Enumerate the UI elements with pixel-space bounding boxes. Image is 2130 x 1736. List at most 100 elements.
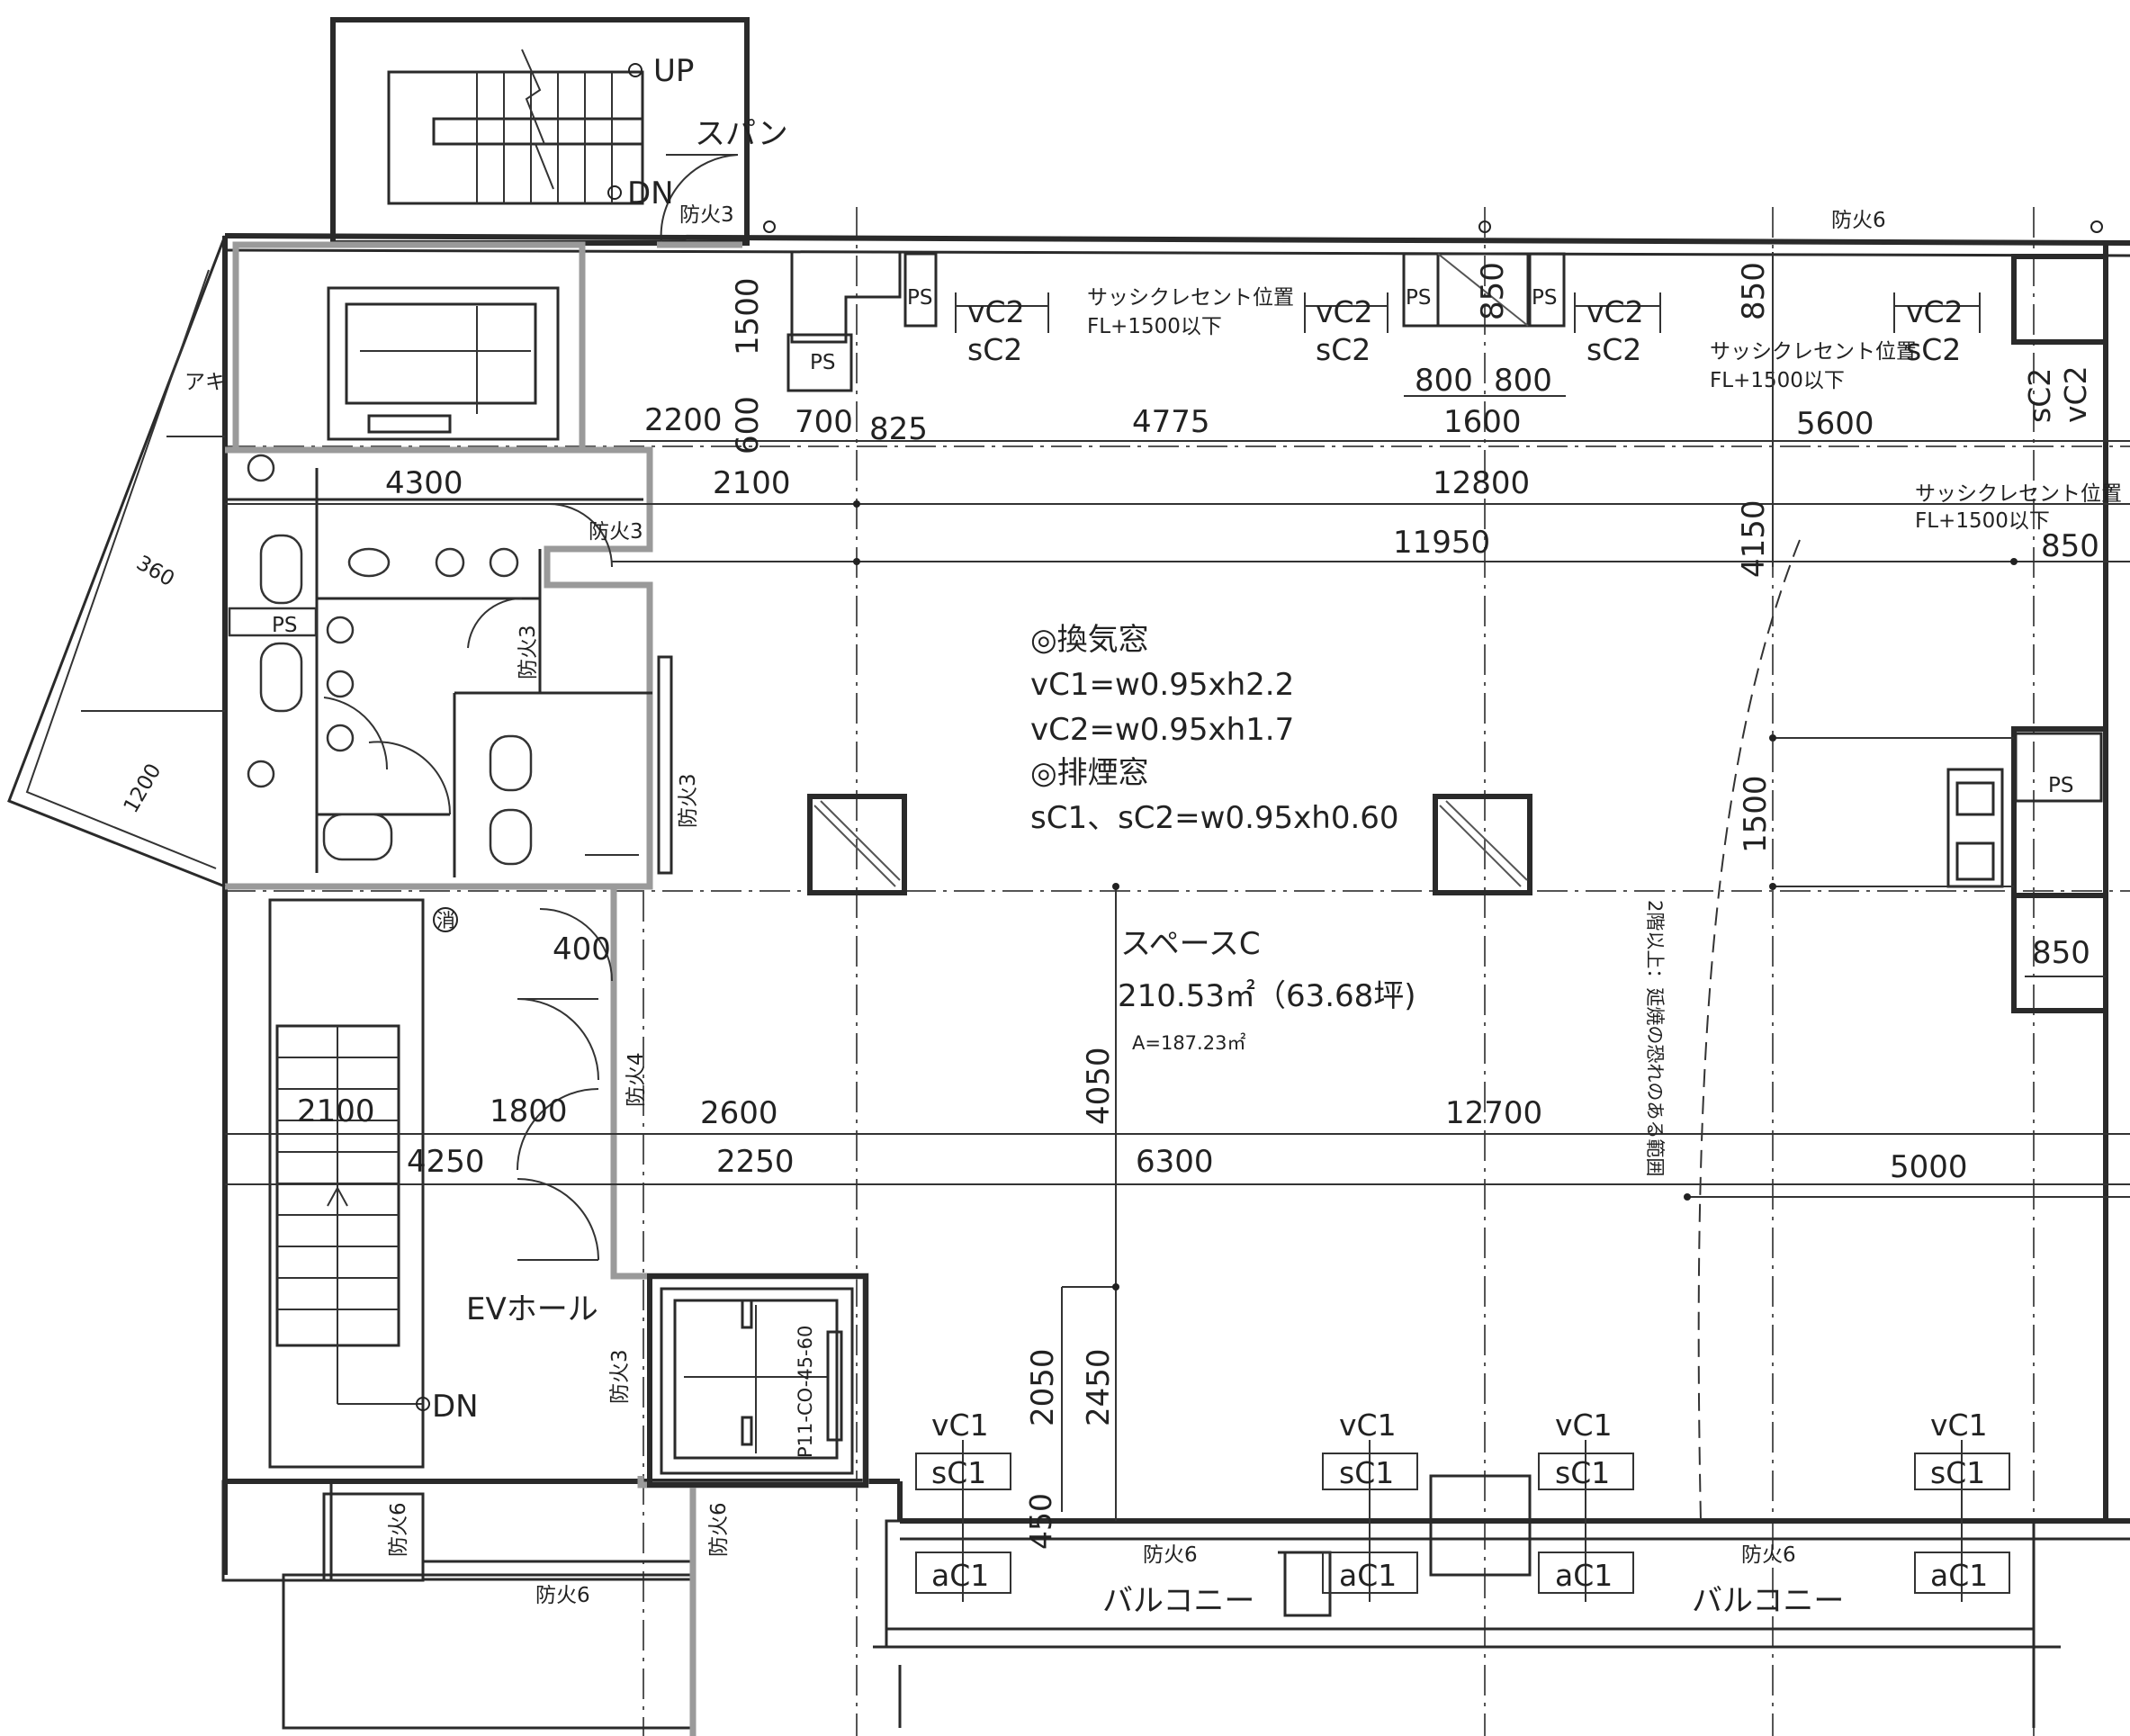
dim-360: 360 xyxy=(132,552,178,591)
dim-1800: 1800 xyxy=(490,1093,568,1129)
elevator-spec: P11-CO-45-60 xyxy=(795,1326,816,1458)
sash-label-2: サッシクレセント位置 xyxy=(1710,340,1917,364)
stair-up-label: UP xyxy=(653,53,694,89)
top-vc2-4: vC2 xyxy=(1906,294,1964,329)
bottom-sc1-3: sC1 xyxy=(1555,1455,1610,1490)
dim-800-a: 800 xyxy=(1415,363,1473,399)
dim-2450: 2450 xyxy=(1081,1348,1117,1426)
dim-2250: 2250 xyxy=(716,1144,795,1180)
dim-4250: 4250 xyxy=(407,1144,485,1180)
top-window-markers xyxy=(955,292,1981,333)
bottom-vc1-3: vC1 xyxy=(1555,1408,1613,1443)
top-stair xyxy=(330,17,750,246)
fire3-label-b: 防火3 xyxy=(517,625,540,679)
grid-markers xyxy=(763,220,2103,1291)
fire6-balcony-2: 防火6 xyxy=(1741,1543,1796,1567)
dim-12800: 12800 xyxy=(1433,465,1530,501)
fire4-label: 防火4 xyxy=(625,1052,648,1107)
sash-label-3: サッシクレセント位置 xyxy=(1915,482,2122,506)
dim-850-a: 850 xyxy=(1475,262,1511,320)
top-sc2-4: sC2 xyxy=(1906,332,1961,367)
space-name: スペースC xyxy=(1120,926,1261,962)
space-a-area: A=187.23㎡ xyxy=(1132,1032,1245,1054)
right-vc2: vC2 xyxy=(2058,365,2093,423)
dim-2100-left: 2100 xyxy=(297,1093,375,1129)
fire3-label-a: 防火3 xyxy=(589,520,643,544)
aki-label: アキ xyxy=(184,371,226,394)
bottom-sc1-2: sC1 xyxy=(1339,1455,1394,1490)
dim-825: 825 xyxy=(869,411,928,447)
dim-5600: 5600 xyxy=(1796,406,1874,442)
dim-12700: 12700 xyxy=(1445,1095,1542,1131)
ps-label-c: PS xyxy=(1406,286,1431,310)
stair-fire-label: 防火3 xyxy=(679,203,734,227)
top-vc2-2: vC2 xyxy=(1316,294,1373,329)
dim-850-b: 850 xyxy=(1736,262,1772,320)
toilet-block xyxy=(225,454,673,877)
dim-1600: 1600 xyxy=(1443,404,1522,440)
dim-600: 600 xyxy=(730,396,766,454)
fire-spread-note: 2階以上：延焼の恐れのある範囲 xyxy=(1644,900,1666,1176)
sash-label-1: サッシクレセント位置 xyxy=(1087,286,1294,310)
columns xyxy=(807,794,1532,895)
fire6-bottom: 防火6 xyxy=(535,1584,590,1607)
top-sc2-3: sC2 xyxy=(1586,332,1641,367)
dim-800-b: 800 xyxy=(1494,363,1552,399)
left-triangle xyxy=(7,235,227,888)
sash-height-3: FL+1500以下 xyxy=(1915,509,2050,533)
dim-1500-top: 1500 xyxy=(730,277,766,355)
ps-label-toilet: PS xyxy=(272,614,297,637)
smoke-title: ◎排煙窓 xyxy=(1030,755,1149,791)
vc1-spec: vC1=w0.95xh2.2 xyxy=(1030,667,1294,703)
dim-2200: 2200 xyxy=(644,402,723,438)
fire6-balcony-1: 防火6 xyxy=(1143,1543,1198,1567)
dim-5000: 5000 xyxy=(1890,1149,1968,1185)
balcony-label-1: バルコニー xyxy=(1102,1583,1254,1619)
elevator xyxy=(647,1273,868,1488)
bottom-ac1-2: aC1 xyxy=(1339,1558,1397,1593)
sash-height-2: FL+1500以下 xyxy=(1710,369,1845,392)
bottom-sc1-4: sC1 xyxy=(1930,1455,1985,1490)
shaft-top-left xyxy=(327,286,560,441)
bottom-ac1-4: aC1 xyxy=(1930,1558,1988,1593)
dim-1200: 1200 xyxy=(120,760,166,817)
right-sc2: sC2 xyxy=(2022,368,2057,423)
dim-4150: 4150 xyxy=(1736,499,1772,578)
fire-hydrant-label: 消 xyxy=(436,910,455,931)
ventilation-title: ◎換気窓 xyxy=(1030,622,1149,658)
dim-2600: 2600 xyxy=(700,1095,778,1131)
dim-2050: 2050 xyxy=(1025,1348,1061,1426)
top-sc2-2: sC2 xyxy=(1316,332,1371,367)
sash-height-1: FL+1500以下 xyxy=(1087,315,1222,338)
top-vc2-3: vC2 xyxy=(1586,294,1644,329)
space-area: 210.53㎡（63.68坪) xyxy=(1118,978,1416,1014)
bottom-window-markers xyxy=(915,1440,2010,1602)
dim-850-right: 850 xyxy=(2041,528,2099,564)
bottom-ac1-3: aC1 xyxy=(1555,1558,1613,1593)
ps-label-a: PS xyxy=(907,286,932,310)
lower-dn-label: DN xyxy=(432,1389,479,1425)
bottom-vc1-2: vC1 xyxy=(1339,1408,1397,1443)
fire6-bottom-mid: 防火6 xyxy=(707,1502,731,1557)
dim-6300: 6300 xyxy=(1136,1144,1214,1180)
ps-label-d: PS xyxy=(1532,286,1557,310)
dim-1500-right: 1500 xyxy=(1738,775,1774,853)
top-vc2-1: vC2 xyxy=(967,294,1025,329)
ps-label-b: PS xyxy=(810,351,835,374)
fire6-bottom-left: 防火6 xyxy=(387,1502,410,1557)
top-sc2-1: sC2 xyxy=(967,332,1022,367)
balcony-label-2: バルコニー xyxy=(1692,1583,1844,1619)
fire3-label-ev: 防火3 xyxy=(608,1349,632,1404)
bottom-sc1-1: sC1 xyxy=(931,1455,986,1490)
dim-4050: 4050 xyxy=(1081,1047,1117,1125)
bottom-ac1-1: aC1 xyxy=(931,1558,989,1593)
dim-400: 400 xyxy=(553,931,611,967)
dim-450: 450 xyxy=(1023,1493,1058,1550)
stair-dn-label: DN xyxy=(627,175,674,211)
bottom-vc1-4: vC1 xyxy=(1930,1408,1988,1443)
fire6-top-right: 防火6 xyxy=(1831,209,1886,232)
vc2-spec: vC2=w0.95xh1.7 xyxy=(1030,712,1294,748)
ev-hall-label: EVホール xyxy=(466,1291,598,1327)
ps-label-e: PS xyxy=(2048,774,2073,797)
